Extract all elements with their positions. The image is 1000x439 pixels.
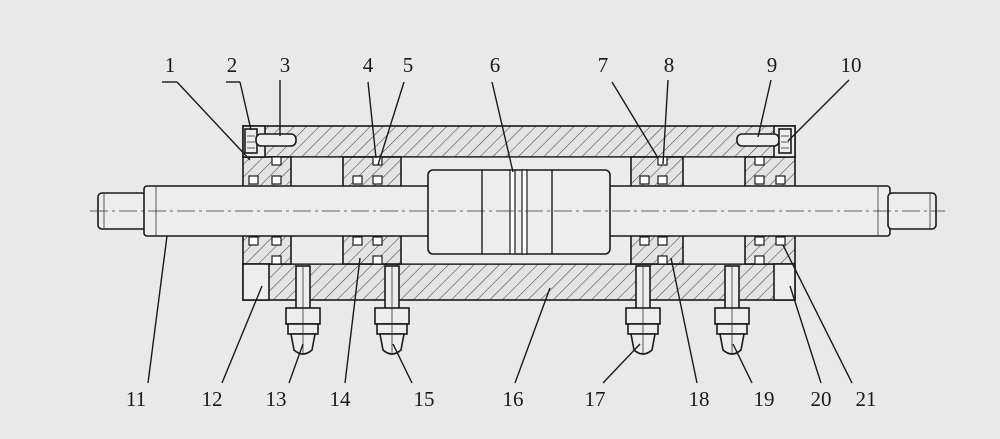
labels-bottom: 11 12 13 14 15 16 17 18 19 20 21 <box>126 387 877 411</box>
oil-port-fittings <box>285 265 750 355</box>
label-16: 16 <box>503 387 524 411</box>
piston <box>427 169 611 255</box>
label-8: 8 <box>664 53 675 77</box>
label-10: 10 <box>841 53 862 77</box>
fitting-15 <box>374 265 410 355</box>
label-20: 20 <box>811 387 832 411</box>
label-6: 6 <box>490 53 501 77</box>
label-13: 13 <box>266 387 287 411</box>
top-bolts <box>244 128 792 154</box>
label-1: 1 <box>165 53 176 77</box>
label-7: 7 <box>598 53 609 77</box>
label-9: 9 <box>767 53 778 77</box>
label-19: 19 <box>754 387 775 411</box>
label-14: 14 <box>330 387 352 411</box>
label-21: 21 <box>856 387 877 411</box>
label-12: 12 <box>202 387 223 411</box>
label-4: 4 <box>363 53 374 77</box>
label-15: 15 <box>414 387 435 411</box>
label-17: 17 <box>585 387 606 411</box>
label-5: 5 <box>403 53 414 77</box>
label-11: 11 <box>126 387 146 411</box>
label-2: 2 <box>227 53 238 77</box>
fitting-17 <box>625 265 661 355</box>
label-18: 18 <box>689 387 710 411</box>
leader-lines <box>147 79 853 384</box>
seal-rings <box>248 156 786 265</box>
label-3: 3 <box>280 53 291 77</box>
fitting-19 <box>714 265 750 355</box>
labels-top: 1 2 3 4 5 6 7 8 9 10 <box>165 53 862 77</box>
